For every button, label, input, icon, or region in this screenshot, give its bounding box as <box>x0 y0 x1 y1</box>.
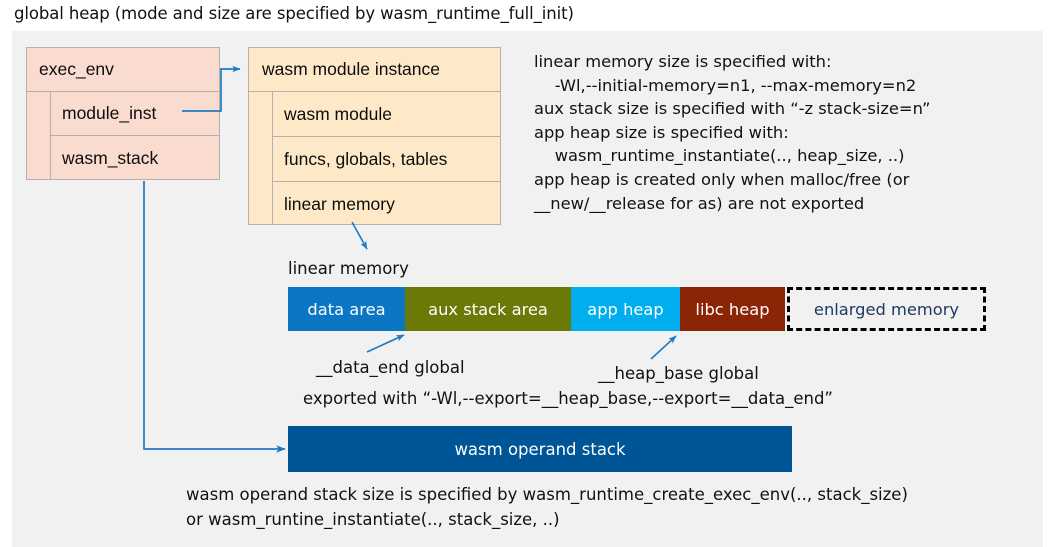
wasm-module-instance-header: wasm module instance <box>249 48 500 92</box>
exec-env-header: exec_env <box>27 48 219 92</box>
exec-env-box: exec_env module_inst wasm_stack <box>26 47 220 180</box>
wasm-operand-stack-bar: wasm operand stack <box>288 426 792 472</box>
page-title: global heap (mode and size are specified… <box>14 4 574 23</box>
memory-segment-enlarged-memory: enlarged memory <box>787 287 986 331</box>
annotation-heap-base-global: __heap_base global <box>598 364 759 383</box>
annotation-exported-with: exported with “-Wl,--export=__heap_base,… <box>303 389 833 408</box>
memory-segment-libc-heap: libc heap <box>680 287 785 331</box>
wasm-module-instance-gutter <box>249 92 273 224</box>
linear-memory-notes: linear memory size is specified with: -W… <box>534 52 931 213</box>
memory-segment-app-heap: app heap <box>571 287 680 331</box>
memory-segment-data-area: data area <box>288 287 405 331</box>
wasm-module-instance-box: wasm module instance wasm module funcs, … <box>248 47 501 225</box>
operand-stack-notes: wasm operand stack size is specified by … <box>186 485 908 529</box>
module-instance-row-funcs-globals-tables: funcs, globals, tables <box>273 137 500 182</box>
memory-segment-aux-stack-area: aux stack area <box>405 287 571 331</box>
exec-env-row-wasm-stack: wasm_stack <box>62 147 159 168</box>
annotation-data-end-global: __data_end global <box>316 358 465 377</box>
exec-env-gutter <box>27 92 51 179</box>
module-instance-row-linear-memory: linear memory <box>284 194 395 214</box>
module-instance-row-wasm-module: wasm module <box>273 92 500 137</box>
linear-memory-bar: data area aux stack area app heap libc h… <box>288 287 986 331</box>
linear-memory-label: linear memory <box>288 259 409 278</box>
exec-env-row-module-inst: module_inst <box>51 92 219 136</box>
